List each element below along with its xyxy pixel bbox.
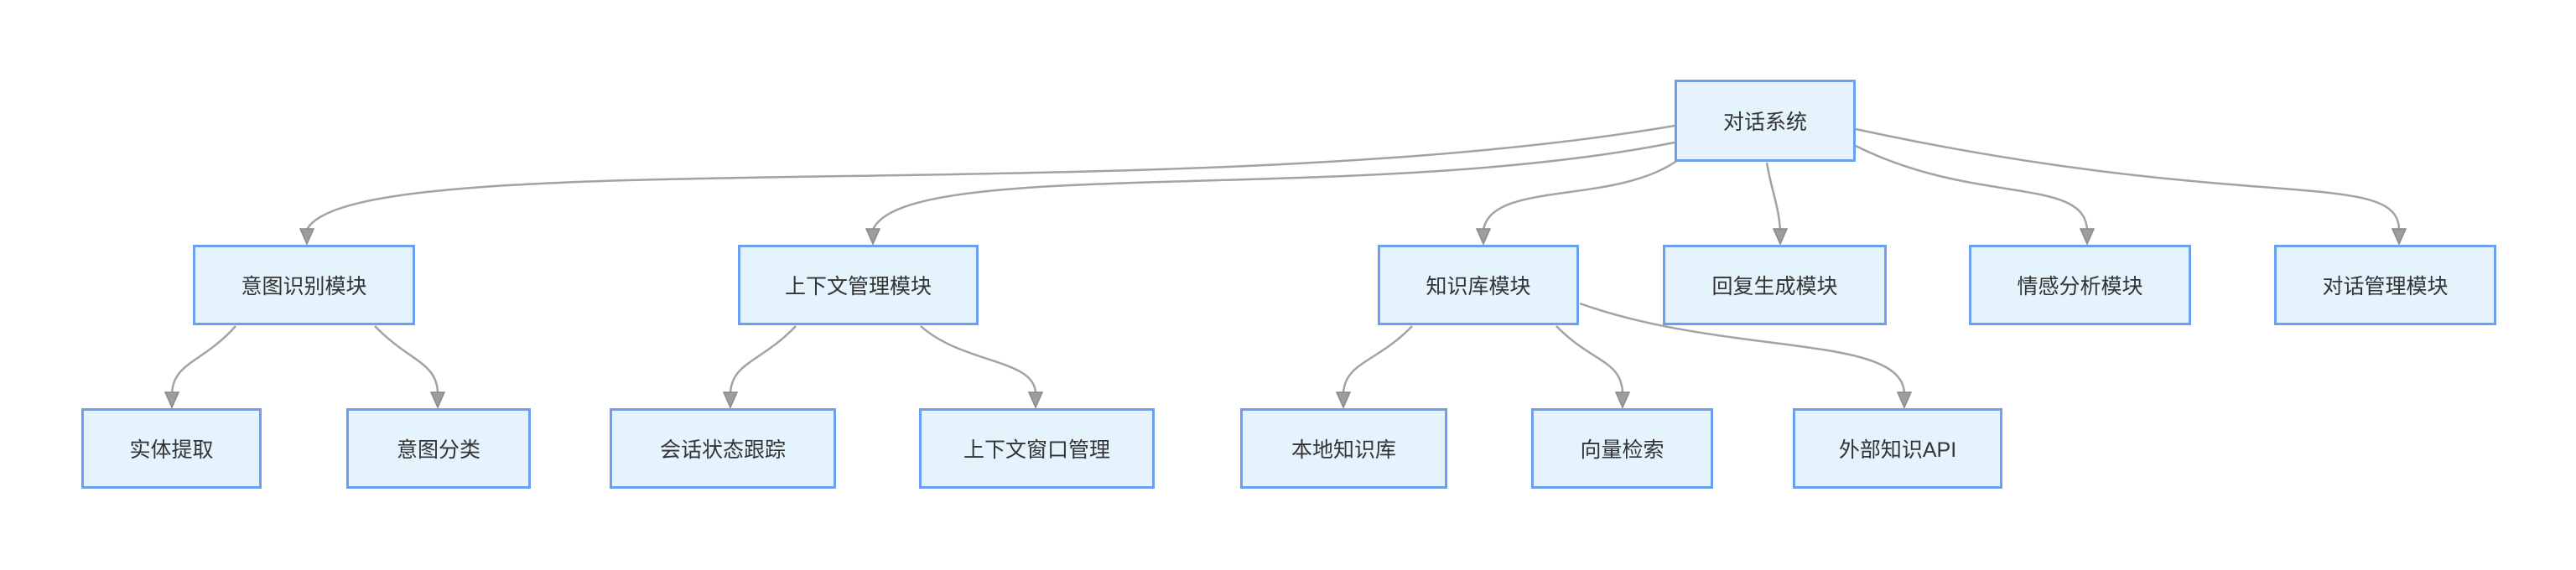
edge-root-intent [305, 124, 1675, 231]
edge-arrowhead [164, 391, 180, 409]
edge-knowledge-extapi [1579, 302, 1906, 394]
node-intent-classification: 意图分类 [346, 408, 531, 489]
edge-context-session [729, 325, 797, 394]
edge-knowledge-localkb [1342, 325, 1413, 394]
node-knowledge-base-module: 知识库模块 [1378, 245, 1579, 325]
edge-arrowhead [1614, 391, 1631, 409]
edge-arrowhead [722, 391, 739, 409]
edge-arrowhead [1335, 391, 1352, 409]
edge-arrowhead [429, 391, 446, 409]
edge-root-context [871, 141, 1675, 231]
node-dialog-management-module: 对话管理模块 [2274, 245, 2496, 325]
node-dialog-system: 对话系统 [1675, 80, 1856, 162]
edge-arrowhead [1772, 228, 1789, 246]
edge-arrowhead [299, 228, 315, 246]
edge-arrowhead [2079, 228, 2096, 246]
edge-arrowhead [2391, 228, 2407, 246]
edge-arrowhead [1475, 228, 1492, 246]
node-vector-retrieval: 向量检索 [1531, 408, 1713, 489]
edge-root-knowledge [1482, 158, 1679, 231]
edge-context-window [920, 325, 1037, 394]
node-reply-generation-module: 回复生成模块 [1663, 245, 1887, 325]
node-context-window-management: 上下文窗口管理 [919, 408, 1155, 489]
edge-intent-intentcls [374, 325, 439, 394]
node-local-knowledge-base: 本地知识库 [1240, 408, 1447, 489]
node-context-management-module: 上下文管理模块 [738, 245, 979, 325]
node-external-knowledge-api: 外部知识API [1793, 408, 2002, 489]
edge-arrowhead [1027, 391, 1044, 409]
node-session-state-tracking: 会话状态跟踪 [610, 408, 836, 489]
node-intent-recognition-module: 意图识别模块 [193, 245, 415, 325]
edge-root-dialogmgmt [1855, 127, 2401, 231]
edge-root-reply [1765, 162, 1782, 231]
edge-intent-entity [170, 325, 236, 394]
edge-knowledge-vector [1555, 325, 1624, 394]
edge-root-sentiment [1855, 144, 2089, 231]
node-sentiment-analysis-module: 情感分析模块 [1969, 245, 2191, 325]
edge-arrowhead [1896, 391, 1913, 409]
node-entity-extraction: 实体提取 [81, 408, 262, 489]
edge-arrowhead [865, 228, 881, 246]
